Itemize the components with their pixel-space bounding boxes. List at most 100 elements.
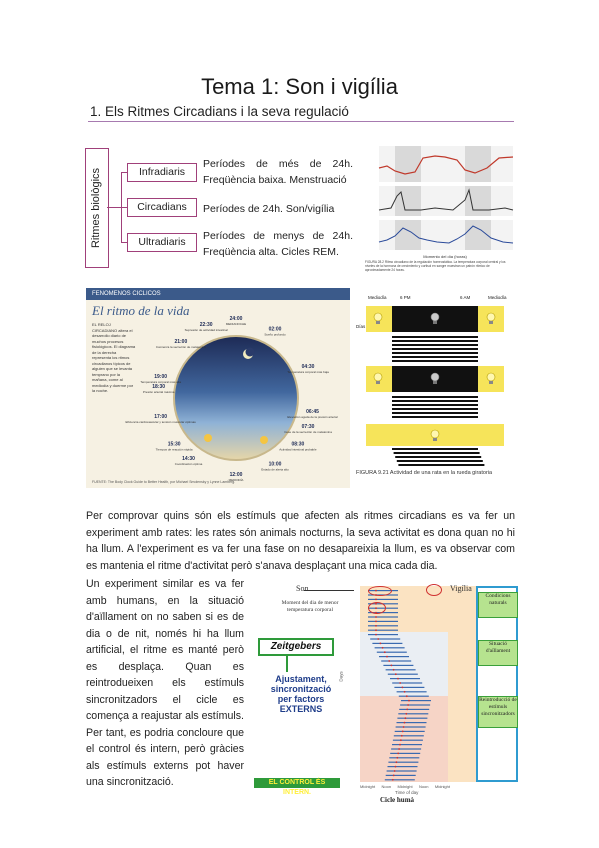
min-temp-marker — [392, 774, 395, 777]
wheel-time-label: 19:00 — [154, 374, 167, 380]
min-temp-marker — [407, 704, 409, 706]
lightbulb-icon — [373, 312, 383, 324]
rat-actogram-figure: Mediodía 6 PM 6 AM Mediodía Días FIGURA … — [356, 288, 516, 488]
min-temp-marker — [404, 717, 407, 720]
activity-bar — [392, 416, 478, 418]
page-title: Tema 1: Son i vigília — [201, 74, 398, 99]
rhythm-box-circadians: Circadians — [127, 198, 197, 217]
sun-icon — [204, 434, 212, 442]
min-temp-marker — [397, 677, 399, 680]
wheel-time-label: 24:00 — [230, 316, 243, 322]
rat-col-label: 6 PM — [400, 295, 411, 300]
sleep-bar — [396, 691, 427, 693]
sleep-bar — [387, 766, 418, 768]
reintroduccio-label: Reintroducció de estímuls sincronitzador… — [478, 696, 518, 728]
x-axis-label: Time of day — [395, 790, 419, 795]
min-temp-marker — [400, 734, 403, 737]
human-cycle-figure: Vigília Son Moment del dia de menor temp… — [250, 578, 520, 808]
sleep-bar — [399, 708, 430, 710]
wheel-footer: FUENTE: The Body Clock Guide to Better H… — [92, 480, 236, 484]
min-temp-marker — [398, 748, 400, 750]
sleep-bar — [368, 634, 398, 636]
wheel-time-label: 17:00 — [154, 414, 167, 420]
aillament-label: Situació d'aïllament — [478, 640, 518, 666]
circadian-wheel-figure: FENOMENOS CICLICOS El ritmo de la vida E… — [86, 288, 350, 488]
sleep-bar — [368, 625, 398, 627]
rhythm-desc-ultradiaris: Períodes de menys de 24h. Freqüència alt… — [203, 230, 353, 258]
wheel-intro: EL RELOJ CIRCADIANO altera el desarrollo… — [92, 322, 136, 393]
activity-bar — [392, 408, 478, 410]
lightbulb-icon — [373, 372, 383, 384]
wheel-event-label: Comienza la secreción de melatonina — [156, 345, 206, 349]
wheel-time-label: 07:30 — [302, 424, 315, 430]
sleep-bar — [368, 629, 398, 631]
lightbulb-icon — [486, 312, 496, 324]
activity-bar — [392, 356, 478, 358]
sleep-bar — [368, 612, 398, 614]
sleep-bar — [392, 739, 423, 741]
wheel-event-label: Supresión de actividad intestinal — [185, 328, 228, 332]
control-intern-label: EL CONTROL ÉS INTERN. — [254, 778, 340, 796]
wheel-time-label: 10:00 — [269, 462, 282, 468]
hormone-graph: Momento del día (horas) FIGURA 28.2 Ritm… — [365, 146, 514, 272]
activity-bar — [392, 340, 478, 342]
rat-col-label: 6 AM — [460, 295, 471, 300]
activity-bar — [392, 400, 478, 402]
activity-bar — [393, 452, 480, 454]
min-temp-marker — [401, 730, 404, 733]
vigilia-label: Vigília — [450, 584, 472, 593]
rat-column-labels: Mediodía 6 PM 6 AM Mediodía — [356, 295, 516, 305]
wheel-time-label: 14:30 — [182, 456, 195, 462]
sleep-bar — [384, 779, 415, 781]
connector — [121, 172, 127, 173]
connector — [107, 207, 121, 208]
wheel-title: El ritmo de la vida — [92, 303, 190, 318]
wheel-time-label: 02:00 — [269, 326, 282, 332]
min-temp-marker — [392, 668, 395, 671]
sleep-bar — [368, 598, 398, 600]
activity-bar — [392, 348, 478, 350]
activity-bar — [392, 404, 478, 406]
sleep-bar — [400, 704, 431, 706]
min-temp-marker — [379, 642, 382, 645]
wheel-header: FENOMENOS CICLICOS — [86, 288, 350, 300]
root-box — [85, 148, 109, 268]
wheel-event-label: Estado de alerta alto — [261, 468, 289, 472]
activity-bar — [392, 344, 478, 346]
min-temp-marker — [377, 638, 380, 640]
min-temp-marker — [406, 708, 409, 711]
lightbulb-icon — [486, 372, 496, 384]
min-temp-marker — [405, 695, 408, 698]
min-temp-marker — [375, 616, 377, 618]
sleep-bar — [394, 686, 425, 688]
wheel-time-label: 12:00 — [230, 472, 243, 478]
min-temp-marker — [375, 620, 377, 623]
min-temp-marker — [375, 633, 377, 636]
x-ticks: Midnight Noon Midnight Noon Midnight — [360, 784, 450, 789]
min-temp-marker — [395, 761, 398, 764]
sun-icon — [260, 436, 268, 444]
days-axis-label: Days — [338, 671, 344, 682]
min-temp-marker — [405, 712, 408, 715]
human-actogram — [368, 589, 431, 781]
min-temp-marker — [396, 756, 399, 759]
sleep-bar — [368, 616, 398, 618]
rhythm-box-infradiaris: Infradiaris — [127, 163, 197, 182]
min-temp-marker — [381, 646, 384, 649]
wheel-time-label: 04:30 — [302, 364, 315, 370]
son-label: Son — [296, 584, 309, 593]
sleep-bar — [397, 717, 428, 719]
lightbulb-icon — [430, 372, 440, 384]
sleep-bar — [394, 730, 425, 732]
connector — [121, 242, 127, 243]
sleep-bar — [383, 664, 414, 666]
sleep-bar — [389, 757, 420, 759]
sleep-bar — [393, 735, 424, 737]
min-temp-marker — [375, 624, 377, 627]
sleep-bar — [398, 695, 429, 697]
lightbulb-icon — [430, 429, 440, 441]
wheel-event-label: Eficiencia cardiovascular y tensión musc… — [126, 420, 197, 424]
sleep-bar — [386, 770, 417, 772]
wheel-event-label: Presión arterial máxima — [143, 390, 175, 394]
